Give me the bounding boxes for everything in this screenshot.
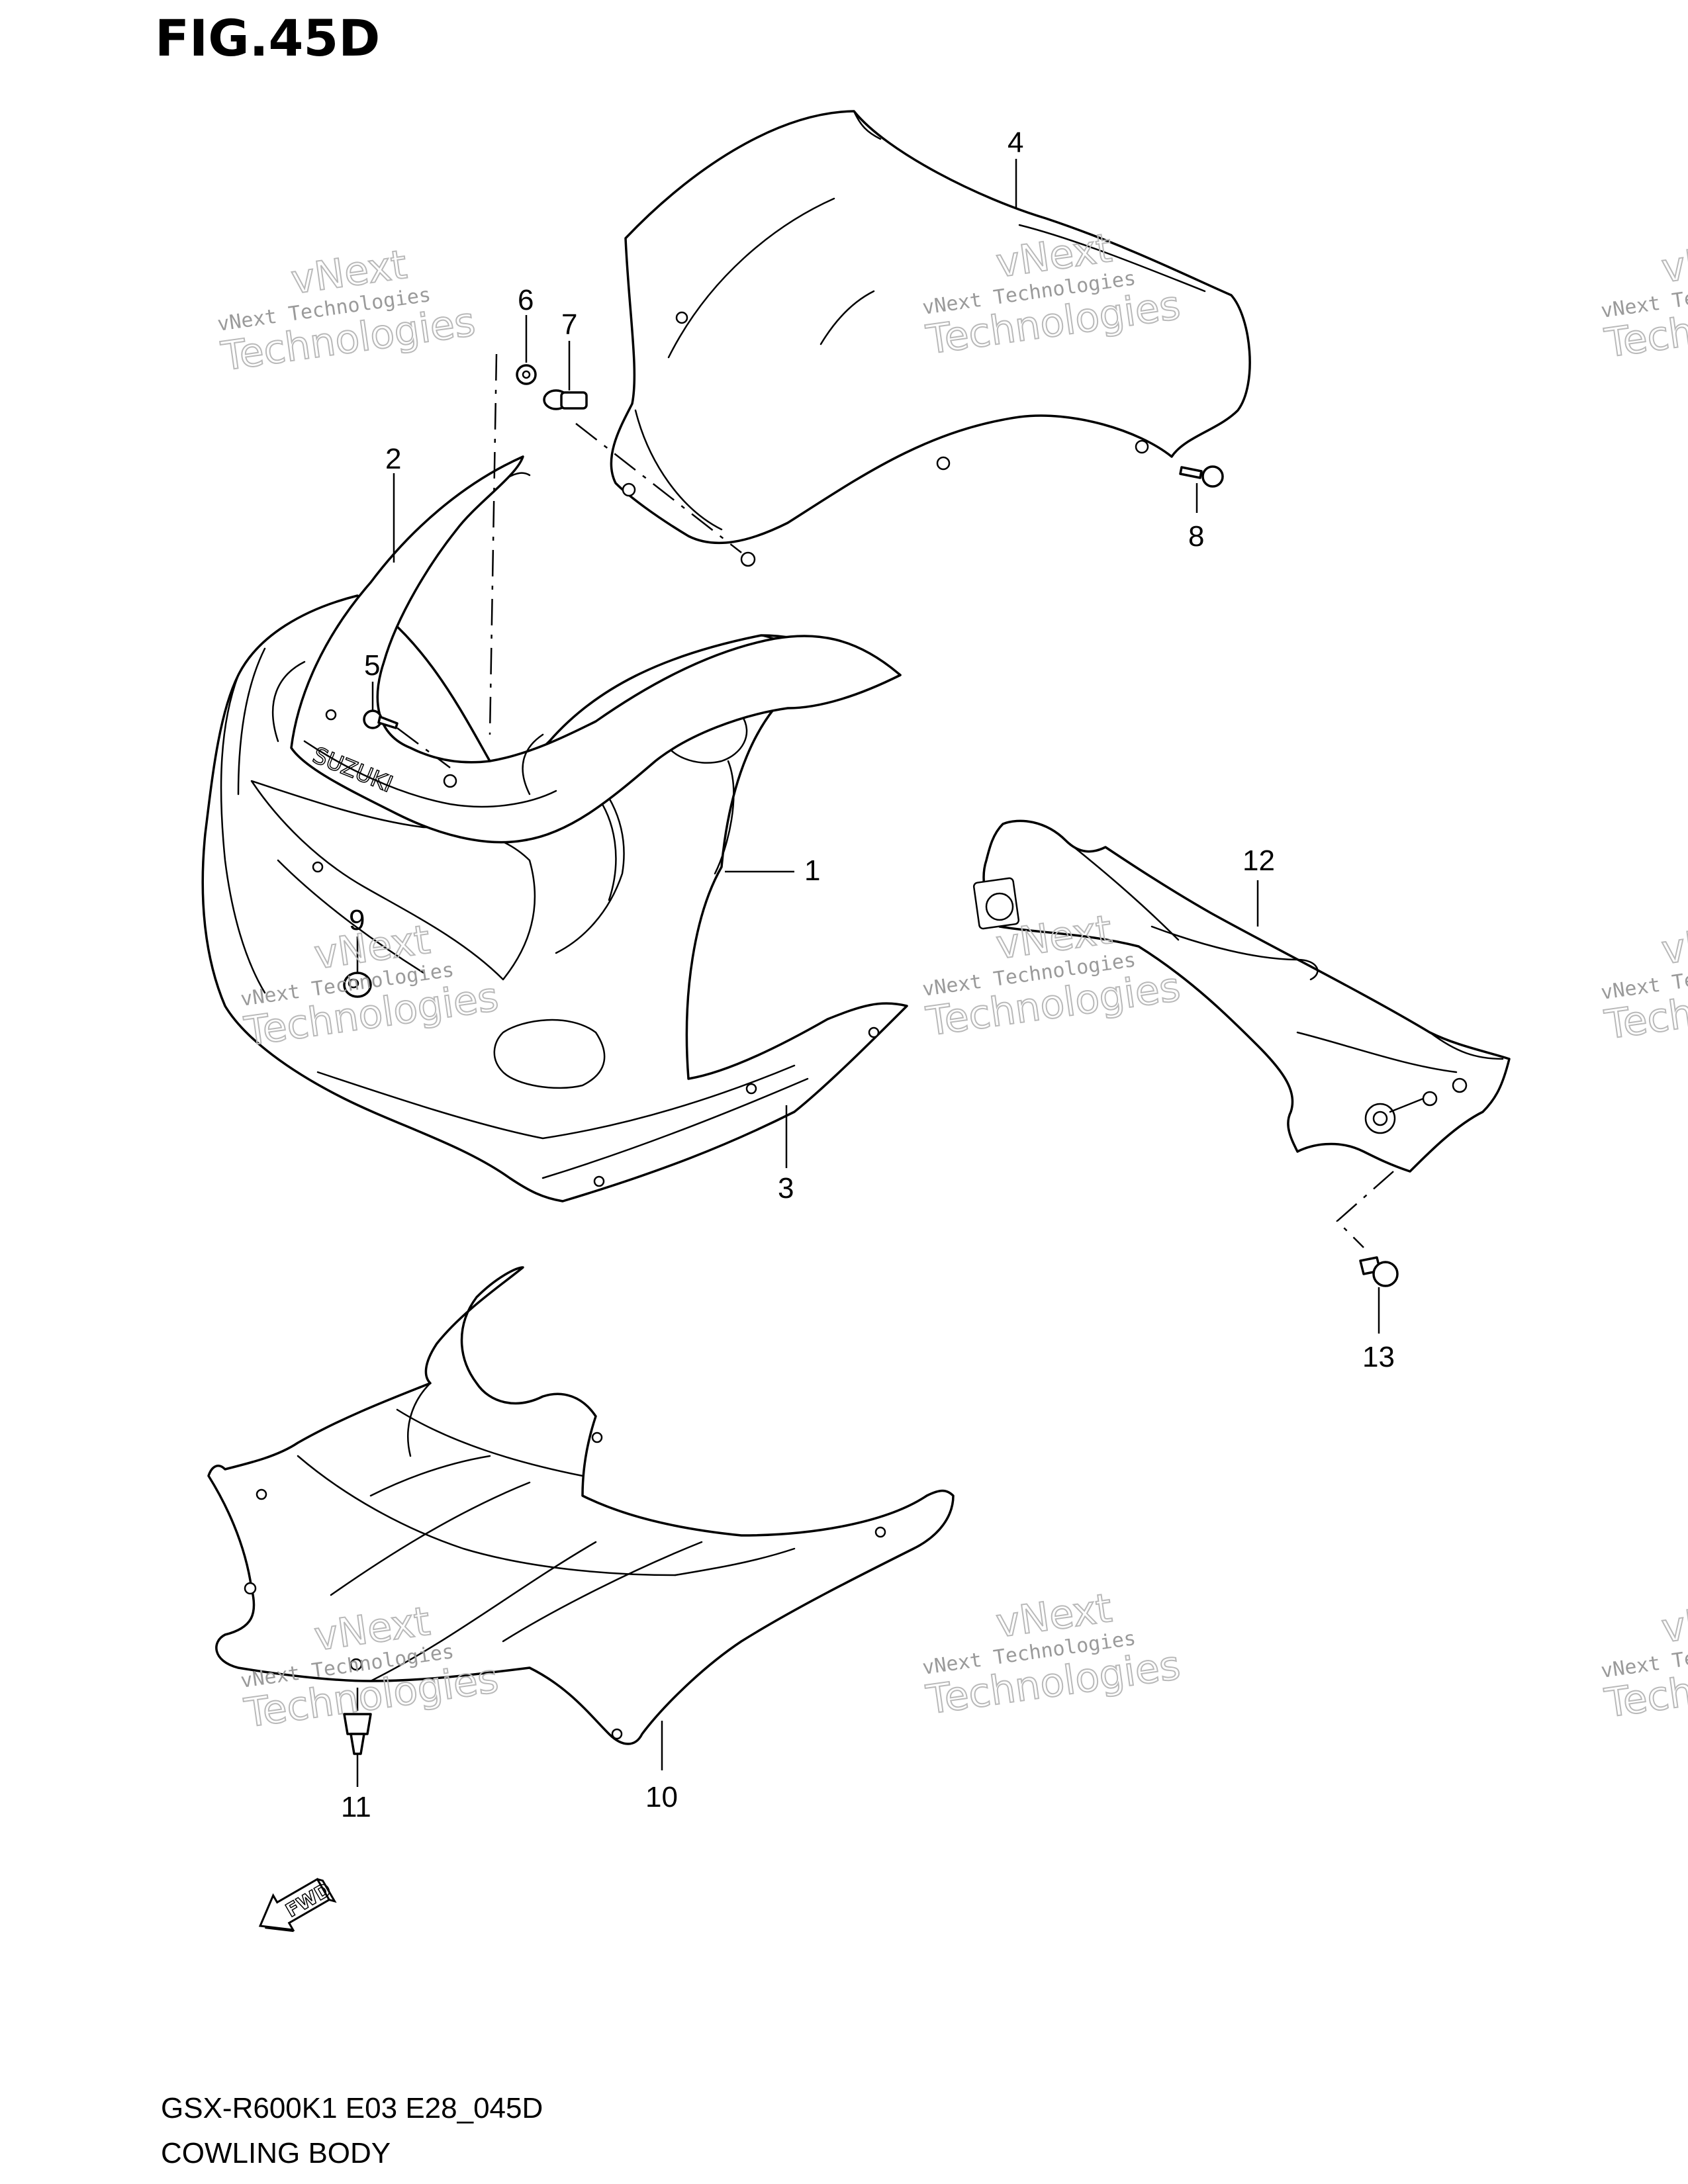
- assembly-line: [575, 423, 742, 553]
- callout-13: 13: [1362, 1341, 1395, 1373]
- watermark: vNext vNext Technologies Technologies: [1599, 1590, 1688, 1728]
- screw-8-part: [1179, 465, 1224, 488]
- callout-9: 9: [349, 904, 365, 936]
- callout-8: 8: [1188, 520, 1204, 553]
- fastener-11-part: [343, 1713, 372, 1755]
- side-bracket-part: [972, 819, 1511, 1173]
- leader-lines: [356, 159, 1380, 1787]
- callout-11: 11: [341, 1791, 371, 1823]
- fwd-arrow-icon: [258, 1878, 331, 1931]
- bolt-part: [543, 389, 588, 410]
- inner-panel-part: [207, 1266, 955, 1745]
- svg-text:vNext: vNext: [1659, 230, 1688, 293]
- svg-text:vNext: vNext: [1659, 1590, 1688, 1653]
- callout-5: 5: [364, 649, 380, 682]
- callout-10: 10: [645, 1781, 678, 1813]
- callout-labels: 1 2 3 4 5 6 7 8 9 10 11 12 13: [341, 126, 1395, 1823]
- windscreen-part: [610, 110, 1251, 567]
- watermark: vNext vNext Technologies Technologies: [216, 241, 479, 381]
- callout-7: 7: [561, 308, 577, 341]
- watermark: vNext vNext Technologies Technologies: [1599, 230, 1688, 368]
- cushion-part: [343, 972, 372, 998]
- footer-section-name: COWLING BODY: [161, 2137, 391, 2169]
- watermark: vNext vNext Technologies Technologies: [921, 906, 1184, 1046]
- assembly-line: [1336, 1171, 1394, 1248]
- fwd-direction-marker: FWD: [258, 1878, 337, 1933]
- assembly-line: [397, 727, 451, 768]
- screw-5-part: [363, 709, 399, 729]
- callout-1: 1: [804, 854, 820, 887]
- upper-trim-part: SUZUKI: [272, 455, 902, 844]
- svg-text:vNext: vNext: [1659, 912, 1688, 974]
- callout-4: 4: [1008, 126, 1023, 159]
- assembly-line: [489, 353, 498, 735]
- callout-2: 2: [385, 443, 401, 475]
- figure-title: FIG.45D: [155, 9, 380, 68]
- watermark: vNext vNext Technologies Technologies: [921, 1584, 1184, 1725]
- footer-model-code: GSX-R600K1 E03 E28_045D: [161, 2092, 543, 2124]
- screw-13-part: [1359, 1256, 1399, 1287]
- callout-12: 12: [1243, 844, 1275, 877]
- watermark: vNext vNext Technologies Technologies: [1599, 911, 1688, 1050]
- nut-part: [516, 364, 537, 385]
- callout-6: 6: [518, 284, 534, 316]
- callout-3: 3: [778, 1172, 794, 1205]
